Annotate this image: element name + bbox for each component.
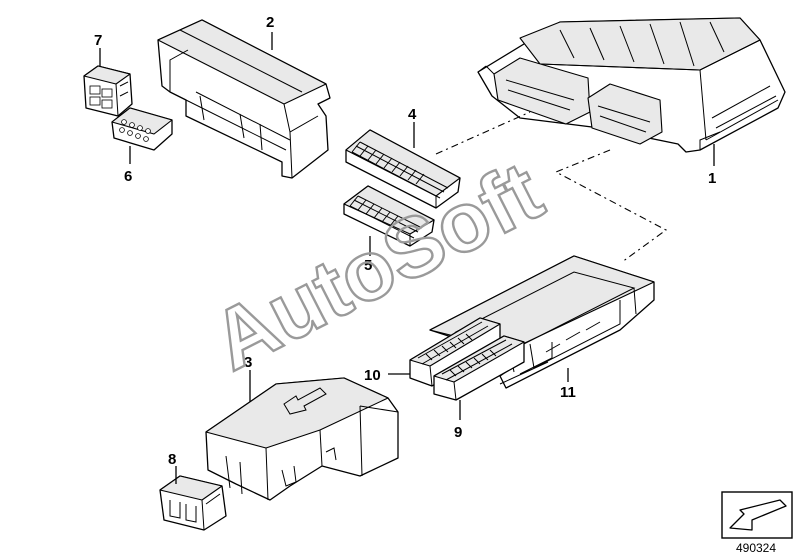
- callout-10: 10: [364, 367, 381, 384]
- callout-2: 2: [266, 14, 274, 31]
- document-number: 490324: [736, 541, 776, 555]
- part-2-connector-housing[interactable]: [157, 19, 331, 179]
- callout-3: 3: [244, 354, 252, 371]
- callout-9: 9: [454, 424, 462, 441]
- callout-11: 11: [560, 384, 576, 401]
- callout-6: 6: [124, 168, 132, 185]
- callout-8: 8: [168, 451, 176, 468]
- arrow-icon: [721, 491, 793, 539]
- part-10-socket-block[interactable]: [409, 317, 501, 387]
- callout-7: 7: [94, 32, 102, 49]
- part-4-pin-strip[interactable]: [345, 129, 461, 209]
- part-3-box-housing[interactable]: [205, 377, 399, 501]
- part-6-plug[interactable]: [111, 107, 173, 151]
- part-7-relay-block[interactable]: [83, 65, 133, 117]
- callout-1: 1: [708, 170, 716, 187]
- part-8-relay-base[interactable]: [159, 475, 227, 531]
- part-9-socket-block[interactable]: [433, 335, 525, 401]
- assembly-line-11: [554, 149, 668, 263]
- part-1-control-unit[interactable]: [477, 17, 786, 153]
- callout-5: 5: [364, 257, 372, 274]
- assembly-line-4: [435, 111, 531, 155]
- callout-4: 4: [408, 106, 417, 123]
- part-5-pin-strip[interactable]: [343, 185, 435, 247]
